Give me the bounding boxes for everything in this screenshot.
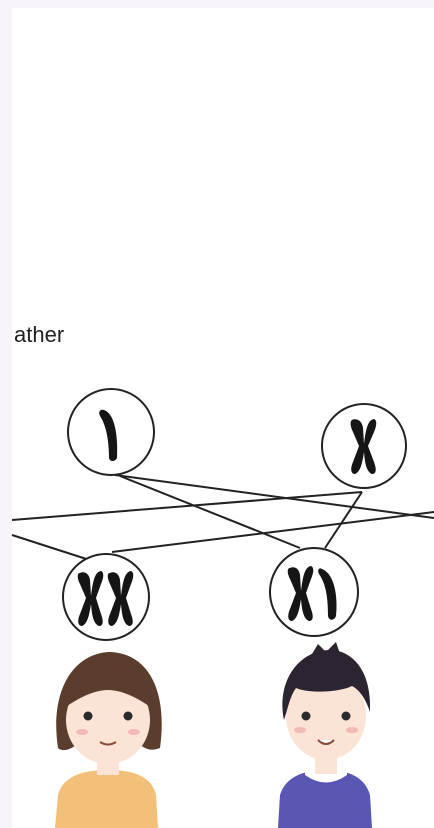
x-chromosome-icon bbox=[107, 571, 134, 626]
y-chromosome-icon bbox=[318, 568, 337, 620]
boy-avatar bbox=[278, 642, 372, 828]
father-label: ather bbox=[14, 322, 65, 347]
line-y-to-son bbox=[119, 475, 301, 549]
line-y-to-right-edge bbox=[114, 474, 434, 519]
x-chromosome-icon bbox=[287, 566, 314, 621]
father-x-circle bbox=[321, 403, 407, 489]
x-chromosome-icon bbox=[77, 571, 104, 626]
y-chromosome-icon bbox=[99, 409, 118, 461]
line-x-to-son bbox=[324, 491, 363, 549]
x-chromosome-icon bbox=[350, 419, 377, 474]
line-left-to-right bbox=[11, 491, 363, 521]
son-xy-circle bbox=[269, 547, 359, 637]
father-y-circle bbox=[67, 388, 155, 476]
daughter-xx-circle bbox=[62, 553, 150, 641]
line-daughter-to-right-edge bbox=[111, 511, 434, 553]
inheritance-lines bbox=[11, 474, 434, 566]
girl-avatar bbox=[55, 652, 162, 828]
